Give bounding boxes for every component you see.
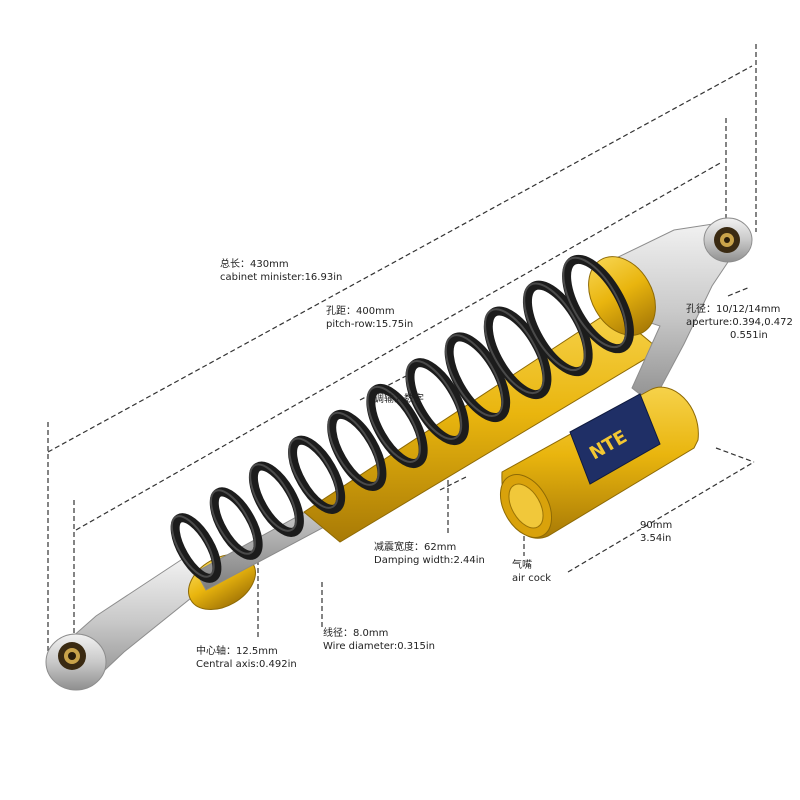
wire-diameter-cn: 线径：8.0mm [323, 628, 389, 639]
spring-coil-highlight [210, 489, 256, 555]
pitch-row-cn: 孔距：400mm [326, 306, 395, 317]
spring-coil [405, 358, 469, 446]
damping-width-cn: 减震宽度：62mm [374, 542, 457, 553]
pitch-row-line [75, 161, 723, 531]
spring-coil [327, 409, 387, 491]
reservoir-length-line [567, 461, 755, 573]
spring-coil-highlight [484, 308, 545, 394]
central-axis-label: 中心轴：12.5mm Central axis:0.492in [196, 645, 297, 671]
spring-coil [288, 435, 346, 514]
air-cock-en: air cock [512, 573, 552, 584]
aperture-line [727, 286, 751, 297]
pitch-row-en: pitch-row:15.75in [326, 319, 414, 330]
spring-coil-highlight [523, 282, 586, 372]
spring-coil-highlight [327, 411, 380, 486]
reservoir-length-mm: 90mm [640, 520, 673, 531]
damping-width-label: 减震宽度：62mm Damping width:2.44in [374, 541, 485, 567]
overall-length-label: 总长：430mm cabinet minister:16.93in [220, 258, 342, 284]
aperture-en: aperture:0.394,0.472 [686, 317, 793, 328]
air-cock-cn: 气嘴 [512, 560, 532, 571]
aperture-en2: 0.551in [730, 330, 768, 341]
upper-mount [607, 217, 753, 405]
air-cock-label: 气嘴 air cock [512, 559, 551, 585]
spring-coil-highlight [562, 256, 628, 349]
gas-reservoir: NTE [499, 386, 699, 539]
spring-coil-highlight [405, 360, 463, 440]
spring-coil [170, 513, 222, 583]
central-axis-cn: 中心轴：12.5mm [196, 646, 278, 657]
spring-coil-highlight [249, 463, 298, 532]
aperture-label: 孔径：10/12/14mm aperture:0.394,0.472 0.551… [686, 303, 793, 342]
spring-coil [444, 332, 511, 423]
reservoir-length-label: 90mm 3.54in [640, 519, 672, 545]
damping-width-en: Damping width:2.44in [374, 555, 485, 566]
wire-diameter-en: Wire diameter:0.315in [323, 641, 435, 652]
spring-coil [483, 306, 552, 400]
spring-coil-highlight [170, 515, 215, 578]
central-axis-en: Central axis:0.492in [196, 659, 297, 670]
overall-length-cn: 总长：430mm [220, 259, 289, 270]
coil-spring [170, 254, 634, 583]
spring-coil [209, 487, 263, 560]
spring-coil [366, 384, 428, 468]
reservoir-length-in: 3.54in [640, 533, 672, 544]
overall-length-en: cabinet minister:16.93in [220, 272, 343, 283]
damping-width-line [439, 475, 469, 491]
aperture-cn: 孔径：10/12/14mm [686, 304, 781, 315]
spring-coil [562, 254, 634, 354]
spring-coil-highlight [288, 437, 339, 509]
wire-diameter-label: 线径：8.0mm Wire diameter:0.315in [323, 627, 435, 653]
spring-coil-highlight [366, 385, 421, 463]
spring-coil [248, 461, 304, 537]
spring-coil-highlight [444, 334, 504, 417]
nte-logo-band [569, 393, 661, 485]
reservoir-end [715, 447, 755, 463]
pitch-row-label: 孔距：400mm pitch-row:15.75in [326, 305, 413, 331]
overall-length-line [47, 65, 753, 453]
adjust-label: 调输入数字 [374, 394, 424, 405]
